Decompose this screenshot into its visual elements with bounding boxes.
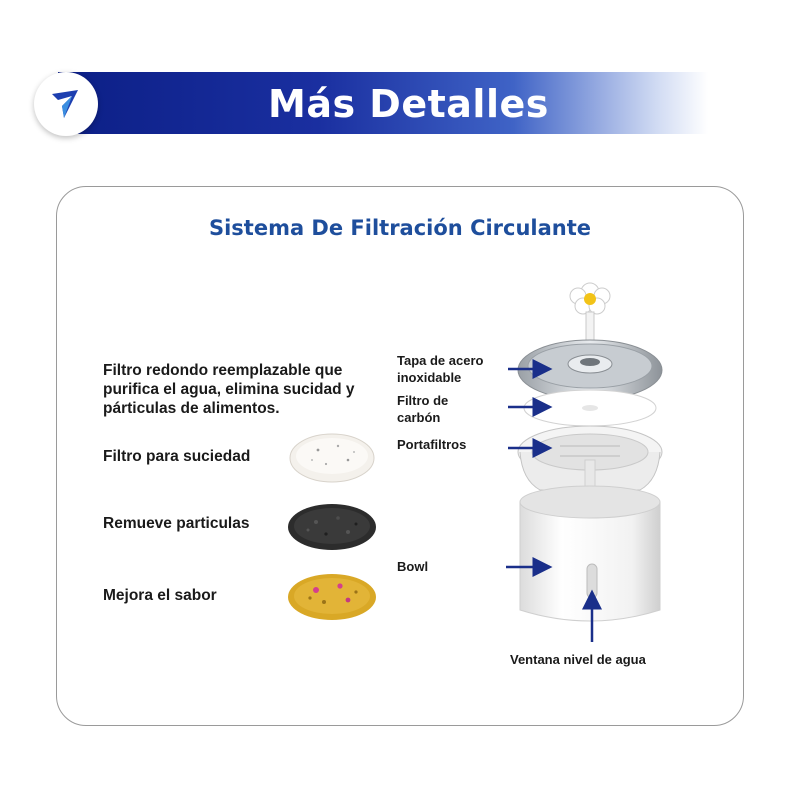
filter-label-dirt: Filtro para suciedad	[103, 448, 251, 465]
part-label-window: Ventana nivel de agua	[510, 652, 646, 667]
part-label-lid: Tapa de acero inoxidable	[397, 353, 484, 385]
page-title: Más Detalles	[268, 82, 549, 126]
flower-spout	[569, 282, 611, 357]
filter-description: Filtro redondo reemplazable que purifica…	[103, 362, 355, 417]
filter-label-taste: Mejora el sabor	[103, 587, 217, 604]
charcoal-filter-disc-icon	[288, 504, 376, 550]
brand-logo-icon	[34, 72, 98, 136]
filter-holder	[517, 425, 663, 521]
bowl	[519, 485, 661, 622]
header-banner	[58, 72, 708, 134]
fountain-exploded-illustration	[506, 282, 663, 642]
card-title: Sistema De Filtración Circulante	[208, 216, 592, 240]
part-label-carbon: Filtro de carbón	[397, 393, 449, 425]
gold-filter-disc-icon	[288, 574, 376, 620]
white-filter-disc-icon	[289, 433, 375, 483]
part-label-bowl: Bowl	[397, 559, 429, 574]
steel-lid	[517, 339, 663, 401]
part-label-holder: Portafiltros	[397, 437, 467, 452]
filter-label-particles: Remueve particulas	[103, 515, 250, 532]
